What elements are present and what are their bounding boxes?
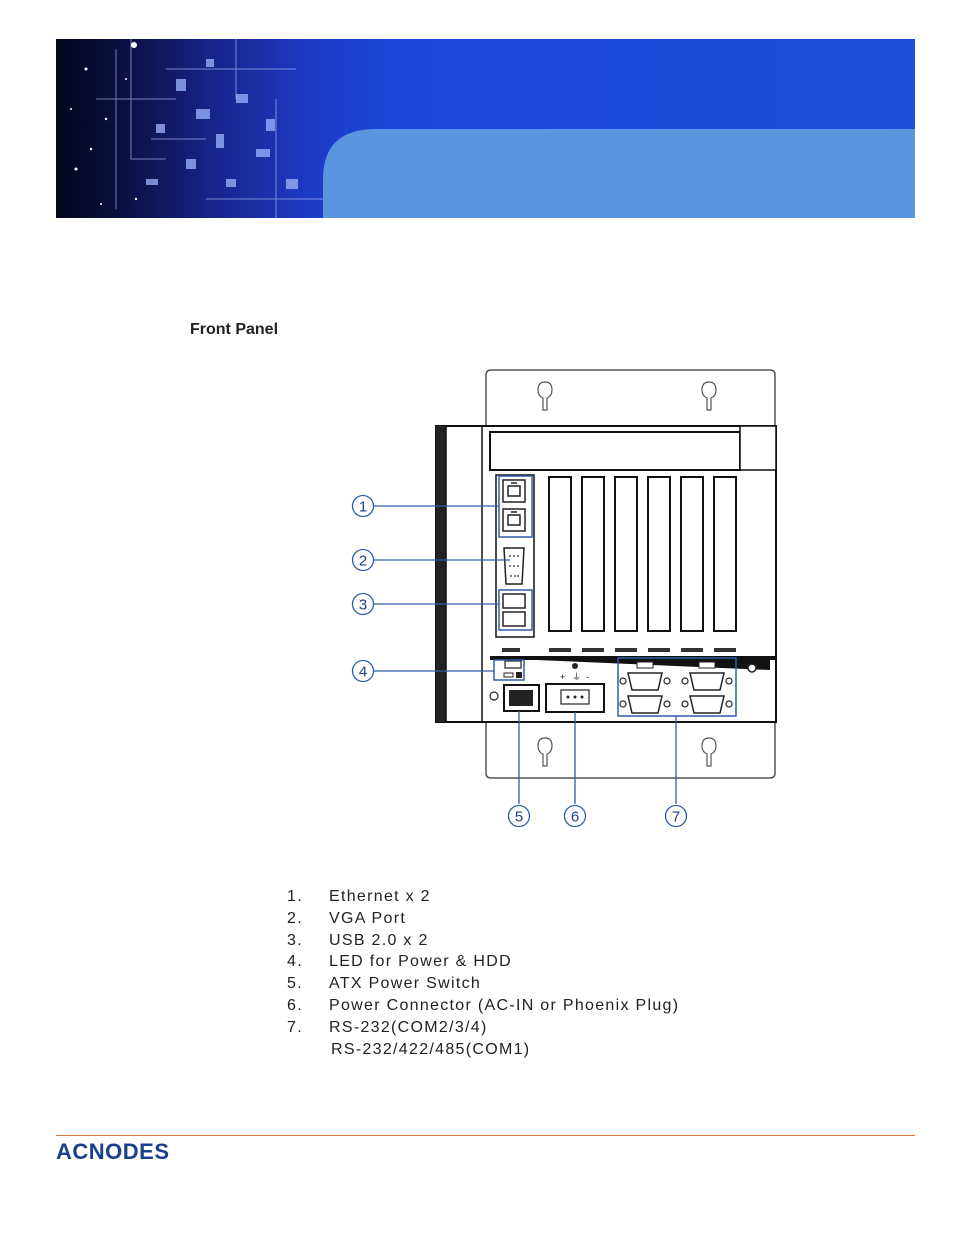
serial-port — [627, 672, 663, 691]
callout-2: 2 — [359, 553, 367, 570]
bottom-bracket — [485, 722, 776, 779]
acnodes-logo: ACNODES — [56, 1139, 170, 1164]
section-title: Front Panel — [190, 321, 279, 338]
header-banner — [56, 39, 915, 218]
svg-text:-: - — [586, 672, 589, 682]
serial-port — [689, 695, 725, 714]
callout-3: 3 — [359, 597, 367, 614]
svg-text:+: + — [560, 672, 565, 682]
highlight-led — [493, 659, 525, 681]
expansion-slot — [548, 476, 572, 632]
logo-text: ACNODES — [56, 1139, 170, 1164]
callout-4: 4 — [359, 664, 367, 681]
expansion-slot — [614, 476, 638, 632]
front-panel-diagram: + ⏚ - 1 2 — [351, 369, 777, 828]
callout-1: 1 — [359, 499, 367, 516]
callout-6: 6 — [571, 809, 579, 826]
highlight-serial — [617, 657, 737, 717]
expansion-slot — [581, 476, 605, 632]
top-bracket — [485, 369, 776, 426]
usb-port — [502, 593, 526, 609]
expansion-slot — [713, 476, 737, 632]
serial-port — [689, 672, 725, 691]
callout-5: 5 — [515, 809, 523, 826]
usb-port — [502, 611, 526, 627]
callout-7: 7 — [672, 809, 680, 826]
footer-rule — [56, 1135, 915, 1136]
serial-port — [627, 695, 663, 714]
expansion-slot — [680, 476, 704, 632]
expansion-slot — [647, 476, 671, 632]
circuit-board-image — [56, 39, 915, 218]
highlight-usb — [498, 589, 533, 631]
led-indicator — [504, 660, 522, 669]
svg-text:⏚: ⏚ — [572, 672, 581, 682]
